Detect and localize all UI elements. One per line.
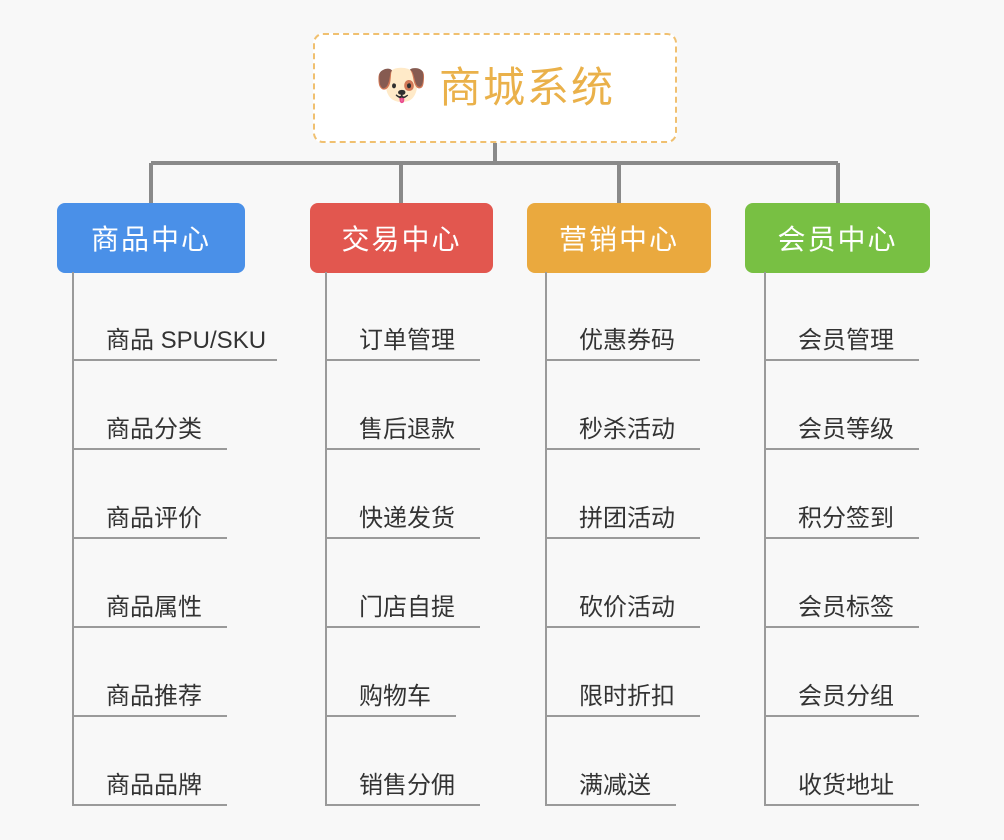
leaf-item-label: 快递发货 <box>359 504 455 532</box>
leaf-item[interactable]: 满减送 <box>545 717 676 806</box>
leaf-item-label: 购物车 <box>359 682 431 710</box>
leaf-trunk-line <box>545 272 547 806</box>
category-box-marketing-center[interactable]: 营销中心 <box>527 203 711 273</box>
category-label: 商品中心 <box>90 224 211 255</box>
leaf-item[interactable]: 限时折扣 <box>545 628 700 717</box>
leaf-item-label: 秒杀活动 <box>579 415 675 443</box>
category-label: 会员中心 <box>777 224 898 255</box>
leaf-trunk-line <box>764 272 766 806</box>
category-box-product-center[interactable]: 商品中心 <box>57 203 245 273</box>
leaf-item-label: 满减送 <box>579 771 651 799</box>
leaf-item-label: 商品属性 <box>106 593 202 621</box>
leaf-item-label: 商品 SPU/SKU <box>106 326 267 354</box>
leaf-item[interactable]: 商品 SPU/SKU <box>72 272 277 361</box>
leaf-item[interactable]: 积分签到 <box>764 450 919 539</box>
leaf-item[interactable]: 快递发货 <box>325 450 480 539</box>
leaf-item[interactable]: 收货地址 <box>764 717 919 806</box>
leaf-item-label: 会员分组 <box>798 682 894 710</box>
leaf-item-label: 收货地址 <box>798 771 894 799</box>
leaf-item[interactable]: 会员分组 <box>764 628 919 717</box>
category-box-trade-center[interactable]: 交易中心 <box>310 203 493 273</box>
leaf-item-label: 优惠券码 <box>579 326 675 354</box>
leaf-item[interactable]: 商品品牌 <box>72 717 227 806</box>
leaf-item-label: 拼团活动 <box>579 504 675 532</box>
leaf-item-label: 限时折扣 <box>579 682 675 710</box>
leaf-item-label: 会员标签 <box>798 593 894 621</box>
root-node[interactable]: 🐶 商城系统 <box>313 33 677 143</box>
shiba-dog-icon: 🐶 <box>374 61 428 108</box>
leaf-item[interactable]: 会员管理 <box>764 272 919 361</box>
leaf-item[interactable]: 商品推荐 <box>72 628 227 717</box>
leaf-item[interactable]: 秒杀活动 <box>545 361 700 450</box>
leaf-item-label: 门店自提 <box>359 593 455 621</box>
leaf-item-label: 积分签到 <box>798 504 894 532</box>
leaf-item[interactable]: 订单管理 <box>325 272 480 361</box>
category-label: 交易中心 <box>341 224 462 255</box>
category-label: 营销中心 <box>558 224 679 255</box>
leaf-item[interactable]: 拼团活动 <box>545 450 700 539</box>
leaf-item[interactable]: 商品属性 <box>72 539 227 628</box>
leaf-item-label: 商品品牌 <box>106 771 202 799</box>
leaf-item[interactable]: 砍价活动 <box>545 539 700 628</box>
leaf-item-label: 售后退款 <box>359 415 455 443</box>
leaf-item[interactable]: 购物车 <box>325 628 456 717</box>
leaf-item-label: 会员等级 <box>798 415 894 443</box>
leaf-item[interactable]: 门店自提 <box>325 539 480 628</box>
leaf-item[interactable]: 商品评价 <box>72 450 227 539</box>
leaf-item[interactable]: 售后退款 <box>325 361 480 450</box>
leaf-item-label: 砍价活动 <box>579 593 675 621</box>
leaf-item[interactable]: 商品分类 <box>72 361 227 450</box>
leaf-item-label: 销售分佣 <box>359 771 455 799</box>
leaf-item-label: 商品分类 <box>106 415 202 443</box>
leaf-item[interactable]: 销售分佣 <box>325 717 480 806</box>
root-title: 商城系统 <box>438 64 615 111</box>
leaf-item[interactable]: 会员等级 <box>764 361 919 450</box>
leaf-item[interactable]: 会员标签 <box>764 539 919 628</box>
leaf-item-label: 商品评价 <box>106 504 202 532</box>
leaf-trunk-line <box>72 272 74 806</box>
leaf-trunk-line <box>325 272 327 806</box>
leaf-item[interactable]: 优惠券码 <box>545 272 700 361</box>
leaf-item-label: 会员管理 <box>798 326 894 354</box>
leaf-item-label: 订单管理 <box>359 326 455 354</box>
leaf-item-label: 商品推荐 <box>106 682 202 710</box>
category-box-member-center[interactable]: 会员中心 <box>745 203 930 273</box>
